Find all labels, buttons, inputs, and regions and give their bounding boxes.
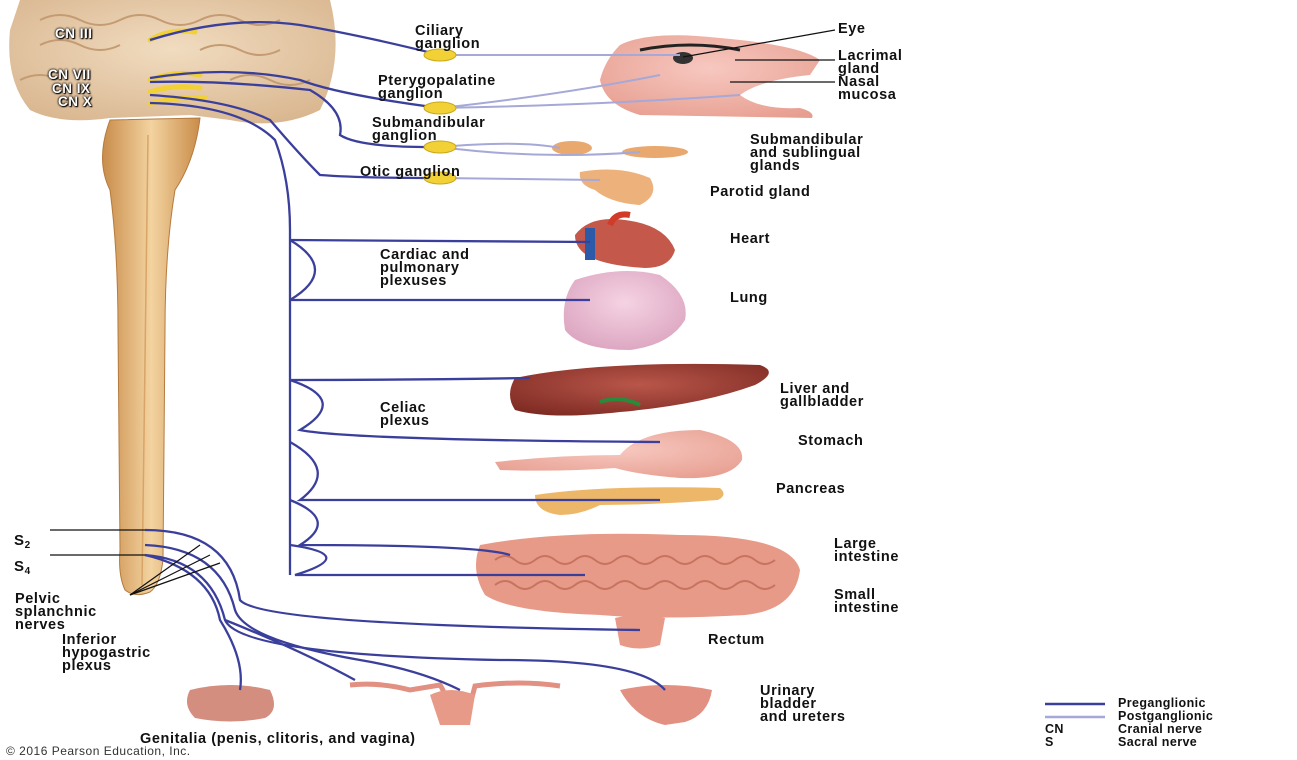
pancreas-label: Pancreas (776, 483, 845, 496)
bladder-label: Urinary bladder and ureters (760, 685, 846, 724)
otic-ganglion-label: Otic ganglion (360, 166, 460, 179)
legend-cn-abbr: CN (1045, 722, 1064, 736)
face-eye-nose (600, 35, 820, 118)
legend-postganglionic: Postganglionic (1118, 709, 1213, 723)
lung-label: Lung (730, 292, 768, 305)
liver-label: Liver and gallbladder (780, 383, 864, 409)
cn3-label: CN III (55, 26, 93, 41)
s4-label: S4 (14, 547, 31, 578)
parotid-gland (580, 170, 654, 205)
cn10-label: CN X (58, 94, 92, 109)
legend-cn-def: Cranial nerve (1118, 722, 1202, 736)
stomach (495, 430, 742, 478)
rectum-label: Rectum (708, 634, 765, 647)
eye-label: Eye (838, 23, 866, 36)
copyright: © 2016 Pearson Education, Inc. (6, 744, 191, 758)
stomach-label: Stomach (798, 435, 863, 448)
large-intestine-label: Large intestine (834, 538, 899, 564)
pterygopalatine-ganglion-label: Pterygopalatine ganglion (378, 75, 496, 101)
small-intestine-label: Small intestine (834, 589, 899, 615)
submandibular-ganglion-label: Submandibular ganglion (372, 117, 485, 143)
urinary-bladder (620, 685, 712, 725)
spinal-cord (103, 118, 201, 595)
heart-label: Heart (730, 233, 770, 246)
parotid-label: Parotid gland (710, 186, 810, 199)
ciliary-ganglion-label: Ciliary ganglion (415, 25, 480, 51)
rectum (615, 615, 665, 649)
genitalia-organ (187, 685, 274, 722)
submandibular-glands-label: Submandibular and sublingual glands (750, 134, 863, 173)
celiac-plexus-label: Celiac plexus (380, 402, 430, 428)
pelvic-nerves-label: Pelvic splanchnic nerves (15, 593, 97, 632)
liver (510, 364, 769, 416)
lung (564, 271, 686, 350)
nasal-label: Nasal mucosa (838, 76, 896, 102)
legend-s-def: Sacral nerve (1118, 735, 1197, 749)
legend-preganglionic: Preganglionic (1118, 696, 1206, 710)
cn7-label: CN VII (48, 67, 91, 82)
uterus (350, 683, 560, 725)
hypogastric-plexus-label: Inferior hypogastric plexus (62, 634, 151, 673)
cardiac-plexus-label: Cardiac and pulmonary plexuses (380, 249, 470, 288)
lacrimal-label: Lacrimal gland (838, 50, 902, 76)
pancreas (535, 487, 724, 515)
legend-s-abbr: S (1045, 735, 1054, 749)
